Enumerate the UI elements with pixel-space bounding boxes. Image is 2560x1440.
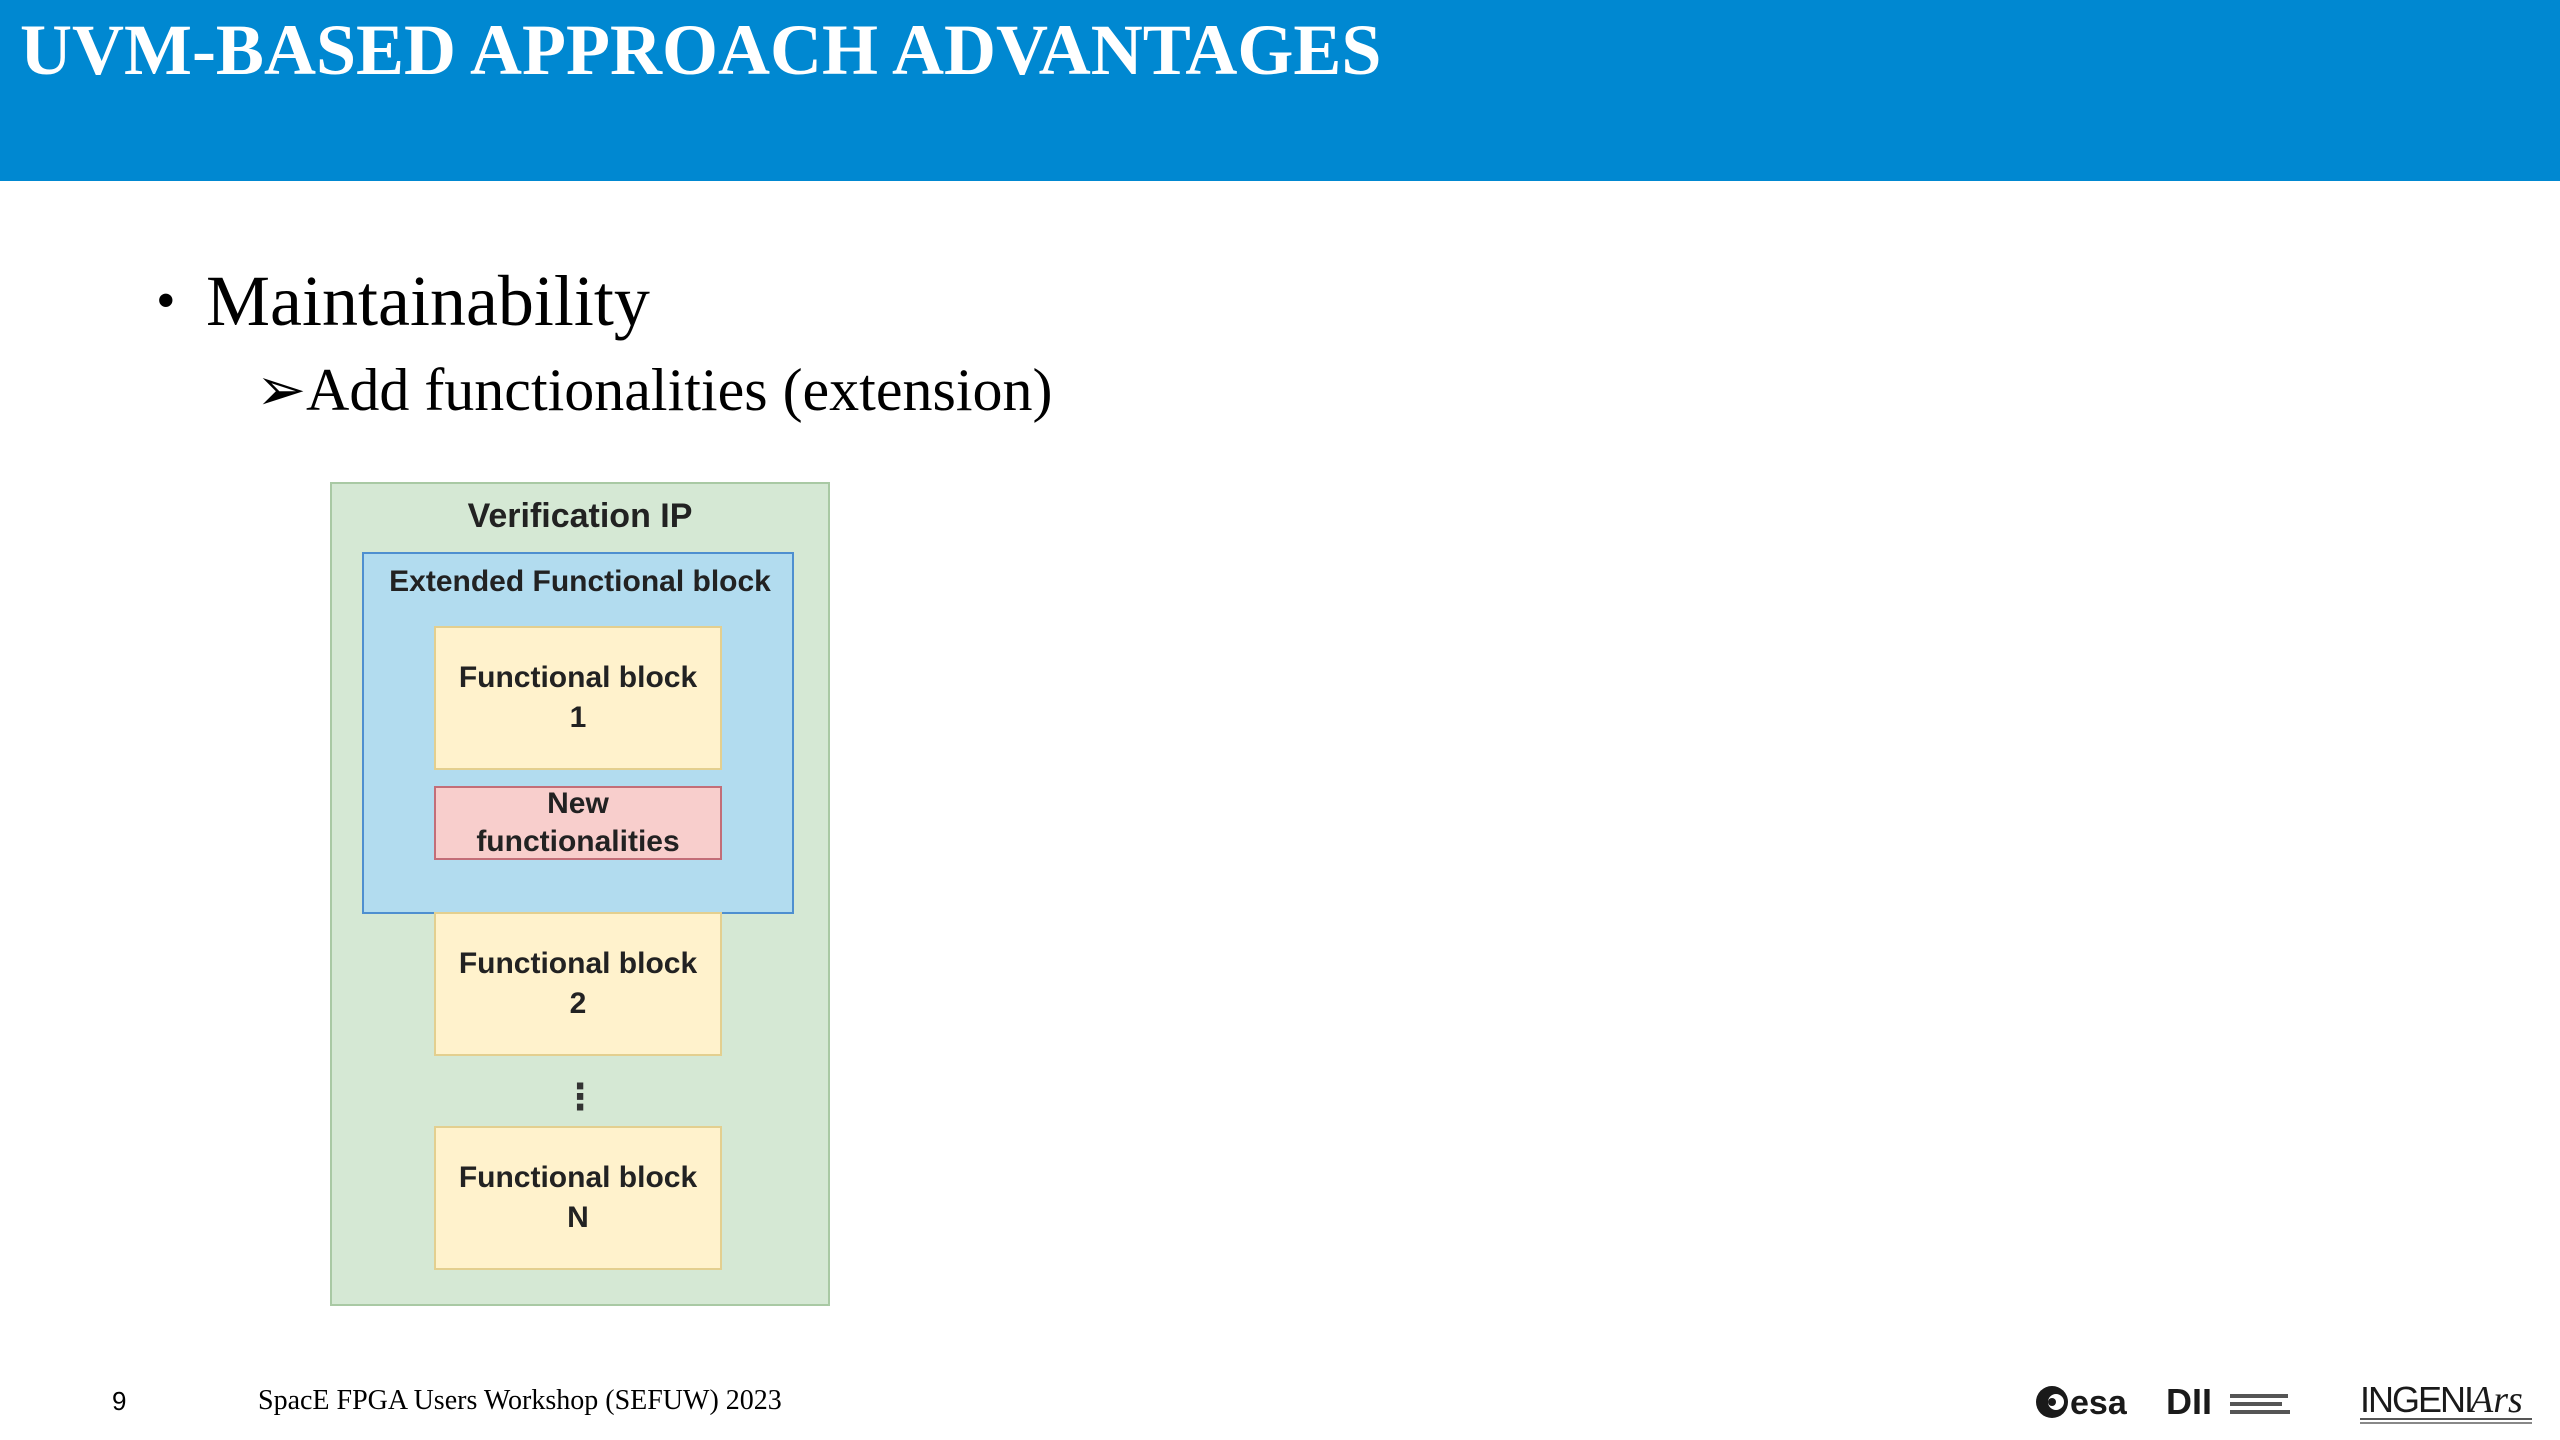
new-functionalities-line1: New [547,787,609,820]
bullet-dot-icon: • [156,270,176,332]
functional-block-n: Functional block N [434,1126,722,1270]
page-number: 9 [112,1386,127,1416]
functional-block-2: Functional block 2 [434,912,722,1056]
sub-bullet-add-functionalities: ➢Add functionalities (extension) [256,352,1052,428]
dii-logo: DII [2166,1381,2290,1422]
partner-logos: esa DII INGENI Ars [2036,1379,2532,1424]
functional-block-1-line2: 1 [569,701,587,734]
esa-logo-text: esa [2070,1384,2128,1422]
ingenars-logo-text-b: Ars [2467,1379,2523,1421]
functional-block-1: Functional block 1 [434,626,722,770]
ingenars-logo-text-a: INGENI [2360,1379,2472,1420]
footer-event-name: SpacE FPGA Users Workshop (SEFUW) 2023 [258,1385,782,1416]
sub-bullet-text: Add functionalities (extension) [306,357,1053,423]
verification-ip-label: Verification IP [467,497,693,535]
vertical-ellipsis: ⋮ [562,1076,598,1117]
bullet-maintainability: • Maintainability [156,258,650,344]
functional-block-2-line2: 2 [569,987,587,1020]
verification-ip-diagram: Verification IP Extended Functional bloc… [330,482,830,1306]
new-functionalities-line2: functionalities [476,825,680,858]
dii-logo-text: DII [2166,1381,2212,1422]
extended-functional-block-label: Extended Functional block [389,565,771,598]
new-functionalities-block: New functionalities [434,786,722,860]
arrow-bullet-icon: ➢ [256,357,307,423]
header-bar: UVM-BASED APPROACH ADVANTAGES [0,0,2560,181]
bullet-text: Maintainability [206,261,650,341]
functional-block-1-line1: Functional block [458,661,698,694]
slide-title: UVM-BASED APPROACH ADVANTAGES [20,10,1382,90]
functional-block-2-line1: Functional block [458,947,698,980]
esa-logo: esa [2036,1384,2128,1422]
functional-block-n-line2: N [567,1201,589,1234]
ingenars-logo: INGENI Ars [2360,1379,2532,1424]
functional-block-n-line1: Functional block [458,1161,698,1194]
